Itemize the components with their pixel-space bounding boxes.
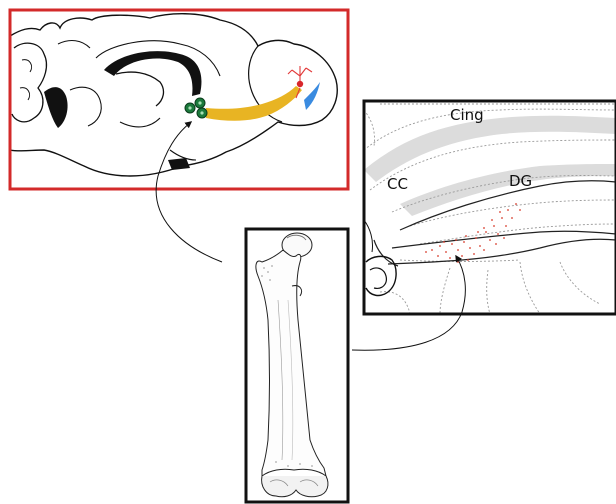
blue-cell — [304, 82, 320, 110]
label-cing: Cing — [450, 106, 484, 124]
femur-panel — [246, 229, 348, 502]
brain-panel — [10, 10, 348, 189]
label-cc: CC — [387, 175, 408, 193]
cerebellum — [12, 43, 46, 122]
cell-cluster — [185, 98, 207, 118]
axon-tract — [206, 86, 302, 121]
brainstem-band — [44, 87, 68, 128]
hippocampus-panel: Cing CC DG — [364, 101, 616, 314]
label-dg: DG — [509, 172, 532, 190]
arrow-femur-to-brain — [156, 122, 222, 262]
